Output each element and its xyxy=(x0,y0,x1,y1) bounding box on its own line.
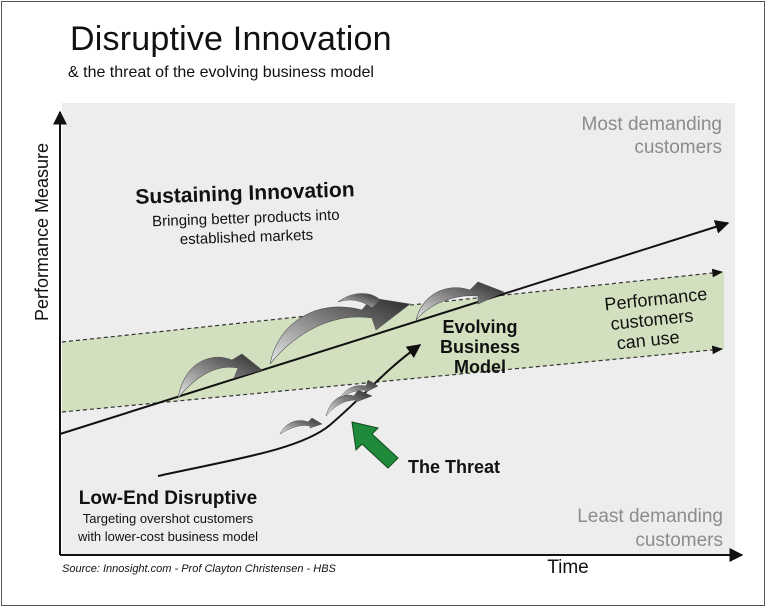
evolving-label-line3: Model xyxy=(454,357,506,377)
low-end-desc-line1: Targeting overshot customers xyxy=(83,511,254,526)
threat-label: The Threat xyxy=(408,457,500,477)
most-demanding-label: Most demanding xyxy=(582,114,722,135)
low-end-title: Low-End Disruptive xyxy=(79,488,257,509)
low-end-desc-line2: with lower-cost business model xyxy=(77,529,258,544)
x-axis-label: Time xyxy=(547,557,589,578)
least-demanding-label: Least demanding xyxy=(577,506,723,527)
y-axis-label: Performance Measure xyxy=(32,143,52,321)
least-demanding-customers-label: customers xyxy=(635,530,723,551)
most-demanding-customers-label: customers xyxy=(634,137,722,158)
evolving-label-line2: Business xyxy=(440,337,520,357)
source-caption: Source: Innosight.com - Prof Clayton Chr… xyxy=(62,563,337,575)
evolving-label-line1: Evolving xyxy=(442,317,517,337)
